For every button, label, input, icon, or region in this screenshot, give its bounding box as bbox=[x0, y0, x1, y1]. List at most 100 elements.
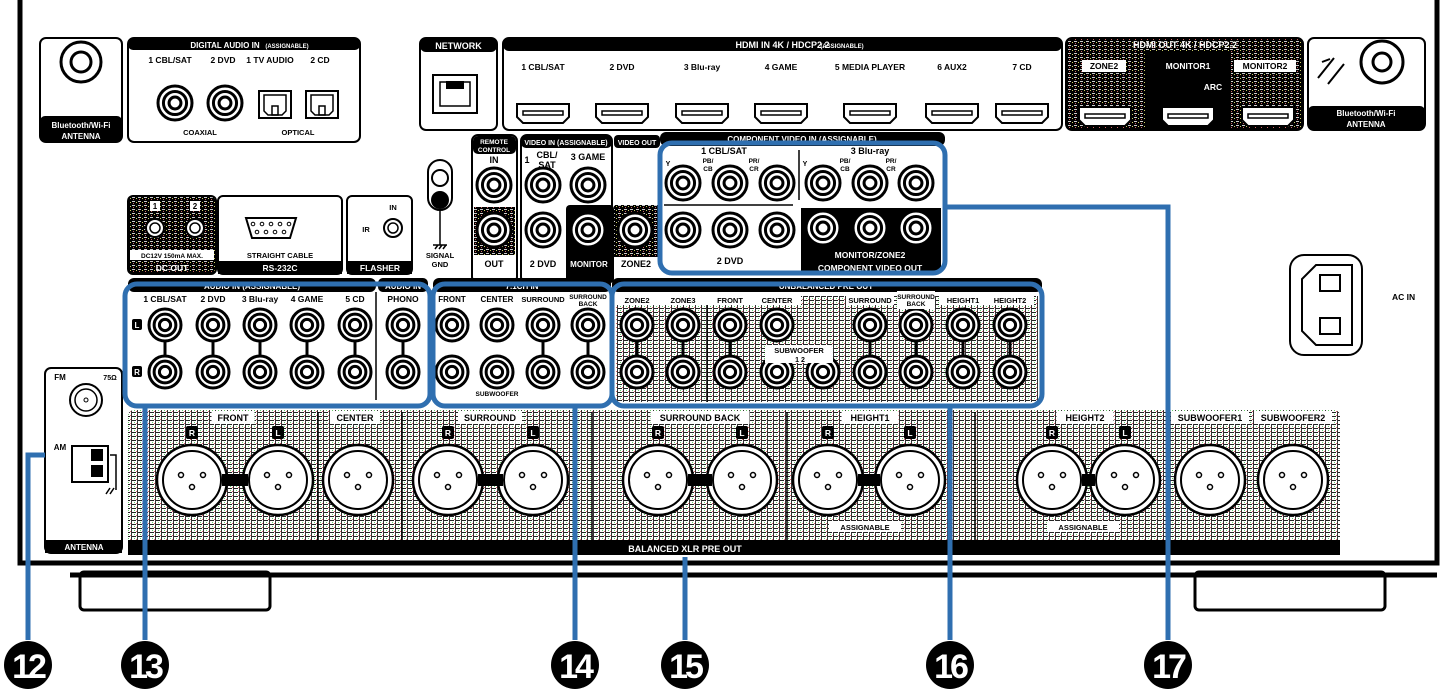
jack-ring bbox=[809, 169, 837, 197]
audio-in-l-jack-6[interactable] bbox=[385, 307, 421, 343]
coaxial-jack-2[interactable] bbox=[206, 84, 244, 122]
audio-in-r-jack-6[interactable] bbox=[385, 354, 421, 390]
ch71-bottom-jack-1[interactable] bbox=[434, 354, 470, 390]
jack-ring bbox=[390, 359, 416, 385]
hdmi-in-port-1[interactable] bbox=[516, 103, 570, 124]
video-in-dvd-jack[interactable] bbox=[524, 211, 562, 249]
ch71-bottom-jack-2[interactable] bbox=[479, 354, 515, 390]
pre-out-bottom-jack-2[interactable] bbox=[665, 354, 701, 390]
remote-out-jack[interactable] bbox=[475, 211, 513, 249]
audio-in-r-jack-4[interactable] bbox=[289, 354, 325, 390]
audio-in-r-jack-2[interactable] bbox=[195, 354, 231, 390]
pre-out-bottom-jack-1[interactable] bbox=[619, 354, 655, 390]
xlr-jack-8[interactable] bbox=[791, 443, 865, 517]
component-in-jack-5[interactable] bbox=[851, 164, 889, 202]
jack-pin bbox=[167, 95, 183, 111]
pre-out-top-jack-7[interactable] bbox=[945, 307, 981, 343]
dc-out-jack-2[interactable] bbox=[185, 218, 205, 238]
xlr-pin bbox=[343, 471, 351, 479]
pre-out-top-jack-6[interactable] bbox=[898, 307, 934, 343]
video-in-cbl-jack[interactable] bbox=[524, 166, 562, 204]
component-dvd-jack-2[interactable] bbox=[711, 211, 749, 249]
pre-out-bottom-jack-7[interactable] bbox=[945, 354, 981, 390]
video-in-game-jack[interactable] bbox=[569, 166, 607, 204]
pre-out-top-jack-5[interactable] bbox=[852, 307, 888, 343]
hdmi-in-port-7[interactable] bbox=[995, 103, 1049, 124]
coaxial-jack-1[interactable] bbox=[156, 84, 194, 122]
audio-in-l-jack-4[interactable] bbox=[289, 307, 325, 343]
optical-port-2[interactable] bbox=[305, 90, 339, 119]
audio-in-l-jack-5[interactable] bbox=[337, 307, 373, 343]
hdmi-in-port-5[interactable] bbox=[843, 103, 897, 124]
pre-out-top-jack-2[interactable] bbox=[665, 307, 701, 343]
xlr-jack-9[interactable] bbox=[873, 443, 947, 517]
xlr-jack-2[interactable] bbox=[241, 443, 315, 517]
component-in-jack-3[interactable] bbox=[758, 164, 796, 202]
video-out-zone2-jack[interactable] bbox=[616, 211, 654, 249]
component-dvd-jack-3[interactable] bbox=[758, 211, 796, 249]
flasher-in-jack[interactable] bbox=[383, 218, 403, 238]
channel-label-bg bbox=[897, 291, 935, 309]
pre-out-top-jack-8[interactable] bbox=[992, 307, 1028, 343]
audio-in-l-jack-2[interactable] bbox=[195, 307, 231, 343]
pre-out-bottom-jack-8[interactable] bbox=[992, 354, 1028, 390]
label: SURROUND bbox=[464, 413, 517, 423]
pre-out-bottom-jack-6[interactable] bbox=[898, 354, 934, 390]
hdmi-out-port-2[interactable] bbox=[1161, 106, 1215, 127]
video-out-monitor-jack[interactable] bbox=[569, 211, 607, 249]
component-out-jack-2[interactable] bbox=[851, 209, 889, 247]
xlr-jack-1[interactable] bbox=[155, 443, 229, 517]
pre-out-top-jack-1[interactable] bbox=[619, 307, 655, 343]
pre-out-top-jack-3[interactable] bbox=[712, 307, 748, 343]
xlr-jack-3[interactable] bbox=[321, 443, 395, 517]
xlr-jack-7[interactable] bbox=[705, 443, 779, 517]
optical-port-1[interactable] bbox=[258, 90, 292, 119]
xlr-jack-13[interactable] bbox=[1256, 443, 1330, 517]
dc-out-jack-1[interactable] bbox=[145, 218, 165, 238]
ch71-top-jack-3[interactable] bbox=[525, 307, 561, 343]
hdmi-in-port-6[interactable] bbox=[925, 103, 979, 124]
component-out-jack-3[interactable] bbox=[897, 209, 935, 247]
xlr-pair-link bbox=[478, 474, 503, 486]
ch71-top-jack-2[interactable] bbox=[479, 307, 515, 343]
audio-in-l-jack-3[interactable] bbox=[242, 307, 278, 343]
audio-in-r-jack-1[interactable] bbox=[147, 354, 183, 390]
pre-out-top-jack-4[interactable] bbox=[759, 307, 795, 343]
ch71-bottom-jack-4[interactable] bbox=[570, 354, 606, 390]
xlr-jack-12[interactable] bbox=[1173, 443, 1247, 517]
audio-in-r-jack-5[interactable] bbox=[337, 354, 373, 390]
hdmi-in-port-4[interactable] bbox=[754, 103, 808, 124]
hdmi-out-port-3[interactable] bbox=[1241, 106, 1295, 127]
component-dvd-jack-1[interactable] bbox=[664, 211, 702, 249]
remote-in-jack[interactable] bbox=[475, 166, 513, 204]
ch71-top-jack-4[interactable] bbox=[570, 307, 606, 343]
xlr-jack-6[interactable] bbox=[621, 443, 695, 517]
xlr-jack-5[interactable] bbox=[496, 443, 570, 517]
xlr-jack-11[interactable] bbox=[1088, 443, 1162, 517]
label: CONTROL bbox=[478, 147, 510, 154]
component-out-jack-1[interactable] bbox=[804, 209, 842, 247]
jack-pin bbox=[769, 175, 785, 191]
jack-ring bbox=[670, 312, 696, 338]
component-in-jack-4[interactable] bbox=[804, 164, 842, 202]
hdmi-out-port-1[interactable] bbox=[1078, 106, 1132, 127]
jack-ring bbox=[390, 312, 416, 338]
component-in-jack-6[interactable] bbox=[897, 164, 935, 202]
hdmi-shell bbox=[595, 103, 649, 124]
pre-out-bottom-jack-3[interactable] bbox=[712, 354, 748, 390]
xlr-jack-10[interactable] bbox=[1015, 443, 1089, 517]
hdmi-in-port-2[interactable] bbox=[595, 103, 649, 124]
component-in-jack-1[interactable] bbox=[664, 164, 702, 202]
hdmi-in-port-3[interactable] bbox=[675, 103, 729, 124]
audio-in-r-jack-3[interactable] bbox=[242, 354, 278, 390]
ch71-bottom-jack-3[interactable] bbox=[525, 354, 561, 390]
component-in-jack-2[interactable] bbox=[711, 164, 749, 202]
pre-out-bottom-jack-5[interactable] bbox=[852, 354, 888, 390]
label: 3 Blu-ray bbox=[242, 294, 279, 304]
label: 2 DVD bbox=[717, 256, 744, 266]
xlr-jack-4[interactable] bbox=[411, 443, 485, 517]
label: CBL/ bbox=[537, 150, 558, 160]
audio-in-l-jack-1[interactable] bbox=[147, 307, 183, 343]
channel-label-bg bbox=[753, 295, 801, 305]
ch71-top-jack-1[interactable] bbox=[434, 307, 470, 343]
